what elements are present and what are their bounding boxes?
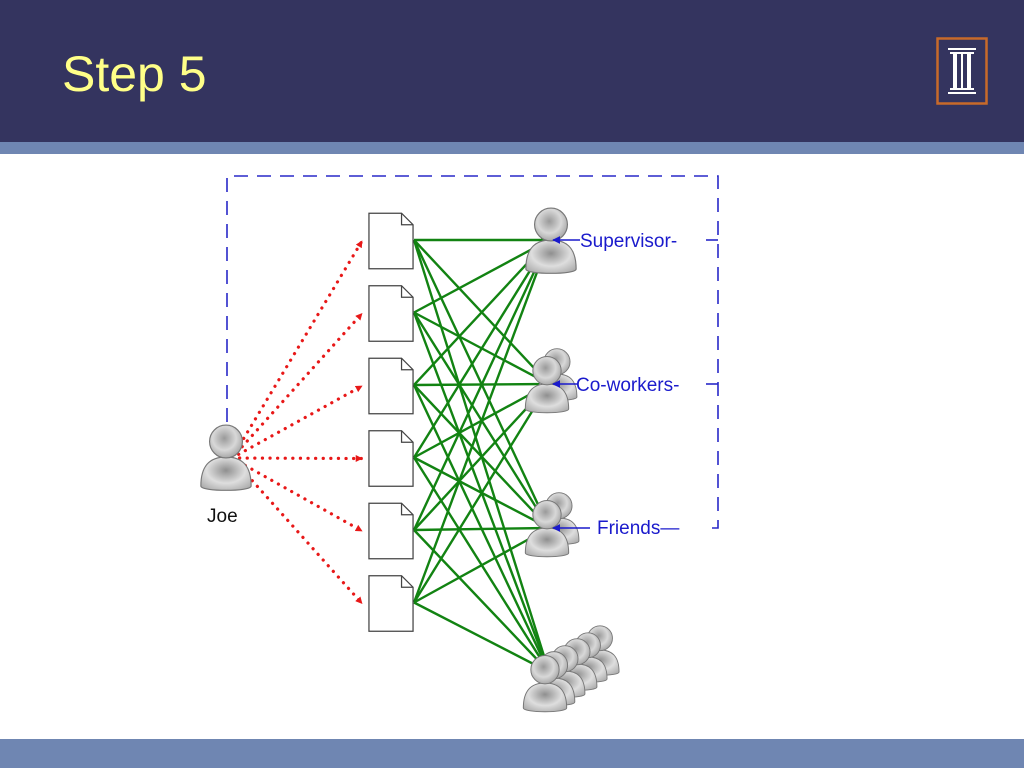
supervisor-label: Supervisor-	[580, 231, 677, 252]
document-icon	[368, 575, 414, 632]
documents	[368, 212, 414, 632]
share-line	[412, 383, 551, 604]
joe-label: Joe	[207, 506, 238, 527]
footer-stripe	[0, 739, 1024, 768]
share-line	[412, 239, 551, 603]
coworkers-two-people-icon	[524, 348, 578, 414]
joe-person-icon	[200, 424, 252, 491]
share-line	[413, 601, 550, 674]
friends-label: Friends—	[597, 518, 679, 539]
document-icon	[368, 502, 414, 560]
share-line	[413, 523, 550, 533]
document-icon	[368, 357, 414, 415]
dotted-arrow	[230, 456, 364, 606]
document-icon	[368, 212, 414, 270]
coworkers-label: Co-workers-	[576, 375, 679, 396]
dotted-arrow	[230, 311, 364, 460]
header-stripe	[0, 142, 1024, 154]
dotted-arrow	[230, 384, 364, 460]
dotted-share-arrows	[230, 239, 364, 606]
dotted-arrow	[230, 456, 364, 533]
share-line	[413, 238, 550, 314]
dotted-arrow	[230, 239, 364, 460]
university-i-logo-icon	[936, 37, 988, 105]
slide-title: Step 5	[62, 46, 207, 102]
share-line	[412, 239, 551, 531]
share-line	[412, 239, 551, 459]
share-line	[413, 526, 550, 604]
share-lines	[412, 235, 551, 674]
document-icon	[368, 430, 414, 487]
dashed-frame	[226, 175, 719, 529]
document-icon	[368, 285, 414, 342]
slide-header: Step 5	[0, 0, 1024, 142]
dotted-arrow	[230, 454, 364, 462]
share-line	[413, 529, 550, 673]
